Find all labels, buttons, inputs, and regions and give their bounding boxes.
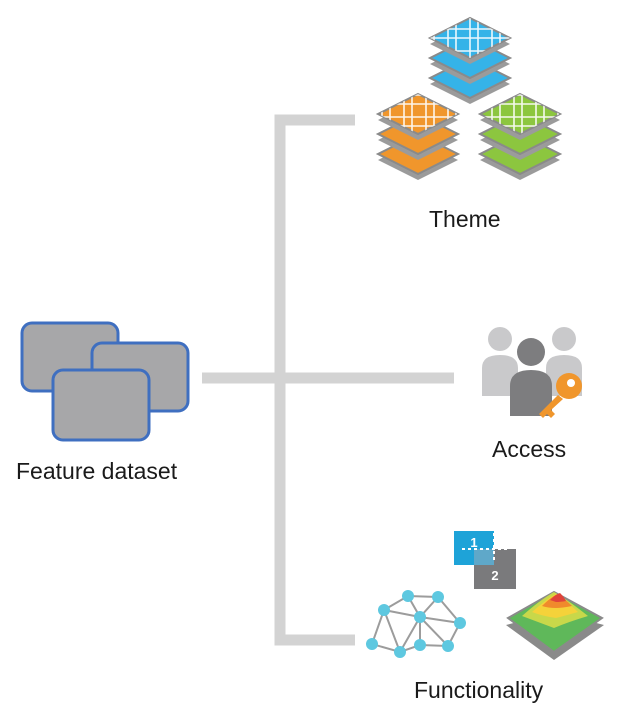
user-back-left (482, 327, 518, 396)
theme-label: Theme (429, 206, 501, 232)
numbered-tiles-icon: 1 2 (454, 531, 516, 589)
key-icon (539, 373, 582, 418)
connector-lines (202, 114, 454, 646)
users-key-icon (482, 327, 582, 418)
functionality-label: Functionality (414, 677, 544, 703)
map-layer-stack-orange (375, 92, 461, 180)
terrain-surface-icon (506, 590, 604, 660)
feature-dataset-label: Feature dataset (16, 458, 178, 484)
feature-dataset-icon (20, 321, 190, 442)
map-layers-icon (375, 16, 563, 180)
connector-bracket (274, 114, 355, 646)
user-front (510, 338, 552, 416)
map-layer-stack-blue (427, 16, 513, 104)
tile-number-1: 1 (470, 535, 477, 550)
access-label: Access (492, 436, 567, 462)
map-layer-stack-green (477, 92, 563, 180)
network-topology-icon (366, 590, 466, 658)
tile-number-2: 2 (491, 568, 498, 583)
